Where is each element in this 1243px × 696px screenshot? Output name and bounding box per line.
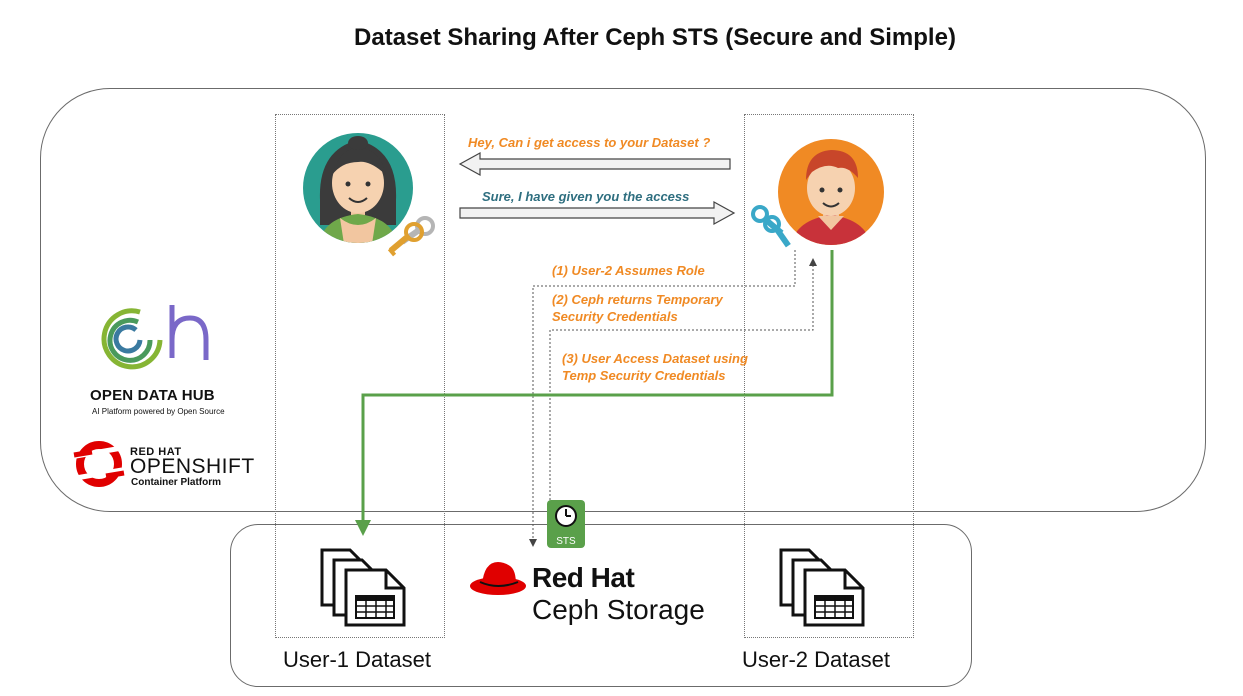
grant-arrow — [459, 200, 736, 226]
user2-column — [744, 114, 914, 638]
grant-message: Sure, I have given you the access — [482, 189, 690, 204]
diagram-title: Dataset Sharing After Ceph STS (Secure a… — [354, 24, 956, 51]
ceph-brand-label: Red Hat — [532, 562, 635, 593]
step3-green-path — [355, 250, 834, 536]
user2-dataset-caption: User-2 Dataset — [742, 647, 890, 672]
request-message: Hey, Can i get access to your Dataset ? — [468, 135, 711, 150]
user2-keys-icon — [751, 205, 791, 248]
redhat-fedora-icon — [470, 562, 526, 595]
step2-label-line2: Security Credentials — [552, 309, 678, 324]
step3-label-line2: Temp Security Credentials — [562, 368, 726, 383]
user2-avatar — [778, 139, 884, 245]
redhat-label: RED HAT — [130, 446, 182, 458]
step2-path — [549, 258, 817, 500]
step1-path — [529, 250, 796, 547]
sts-label: STS — [556, 536, 576, 547]
ceph-product-label: Ceph Storage — [532, 594, 705, 625]
user2-dataset-icon — [779, 548, 865, 627]
container-platform-label: Container Platform — [131, 477, 222, 488]
odh-name: OPEN DATA HUB — [90, 387, 215, 404]
user1-avatar — [303, 133, 413, 243]
step2-label-line1: (2) Ceph returns Temporary — [552, 292, 723, 307]
sts-badge-icon — [547, 500, 585, 548]
user1-dataset-icon — [320, 548, 406, 627]
user1-dataset-caption: User-1 Dataset — [283, 647, 431, 672]
openshift-label: OPENSHIFT — [130, 455, 255, 478]
open-data-hub-logo — [101, 305, 209, 370]
user1-column — [275, 114, 445, 638]
openshift-logo — [73, 441, 125, 487]
request-arrow — [458, 151, 731, 177]
user1-keys-icon — [387, 216, 435, 257]
step1-label: (1) User-2 Assumes Role — [552, 263, 705, 278]
step3-label-line1: (3) User Access Dataset using — [562, 351, 748, 366]
odh-tagline: AI Platform powered by Open Source — [92, 407, 225, 416]
